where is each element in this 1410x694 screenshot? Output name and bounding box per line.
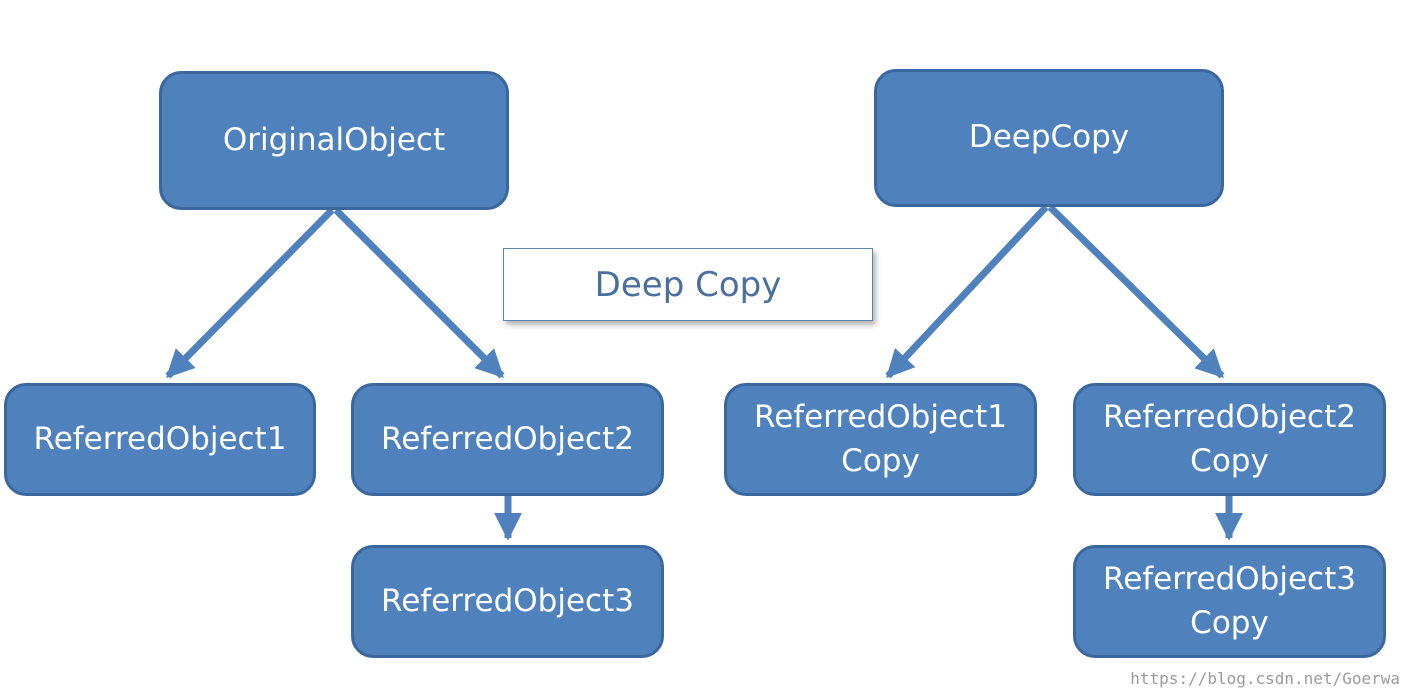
node-referred-object-1-label: ReferredObject1: [33, 420, 287, 457]
node-referred-object-1-copy-line1: ReferredObject1: [754, 399, 1007, 436]
node-original-object: OriginalObject: [159, 71, 509, 210]
node-referred-object-3: ReferredObject3: [351, 545, 664, 658]
node-referred-object-2-label: ReferredObject2: [381, 420, 634, 457]
node-referred-object-1-copy: ReferredObject1 Copy: [724, 383, 1037, 496]
node-referred-object-3-copy-line2: Copy: [1190, 604, 1269, 641]
node-original-object-label: OriginalObject: [222, 121, 446, 158]
node-deep-copy-label: DeepCopy: [968, 119, 1130, 156]
arrow-original-to-ref2: [333, 207, 505, 379]
watermark: https://blog.csdn.net/Goerwa: [1130, 669, 1400, 688]
node-referred-object-1: ReferredObject1: [4, 383, 316, 496]
diagram-title: Deep Copy: [503, 248, 873, 321]
node-referred-object-1-copy-line2: Copy: [841, 442, 920, 479]
node-referred-object-3-copy-line1: ReferredObject3: [1103, 561, 1356, 598]
node-deep-copy: DeepCopy: [874, 69, 1224, 207]
node-referred-object-2: ReferredObject2: [351, 383, 664, 496]
arrow-original-to-ref1: [165, 207, 335, 379]
node-referred-object-2-copy: ReferredObject2 Copy: [1073, 383, 1386, 496]
node-referred-object-2-copy-line2: Copy: [1190, 442, 1269, 479]
node-referred-object-2-copy-line1: ReferredObject2: [1103, 399, 1356, 436]
node-referred-object-3-label: ReferredObject3: [381, 582, 634, 619]
node-referred-object-3-copy: ReferredObject3 Copy: [1073, 545, 1386, 658]
diagram-title-text: Deep Copy: [594, 264, 782, 305]
arrow-deepcopy-to-ref2copy: [1047, 204, 1225, 379]
arrow-deepcopy-to-ref1copy: [885, 204, 1049, 379]
